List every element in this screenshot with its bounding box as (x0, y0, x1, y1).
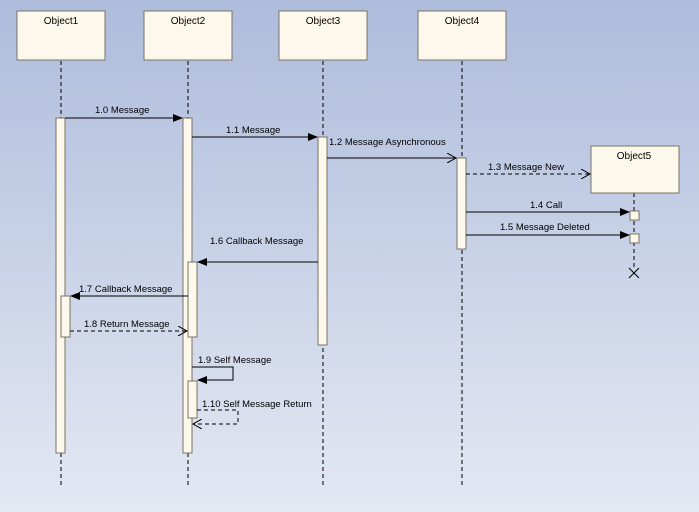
activation-object3 (317, 136, 328, 346)
object4-box[interactable] (417, 10, 507, 61)
message-label-1-9: 1.9 Self Message (198, 355, 271, 366)
message-label-1-10: 1.10 Self Message Return (202, 399, 312, 410)
object4-label: Object4 (445, 16, 480, 27)
activation-object5-call (629, 210, 640, 221)
message-label-1-8: 1.8 Return Message (84, 319, 170, 330)
message-label-1-7: 1.7 Callback Message (79, 284, 172, 295)
activation-object2-self (187, 380, 198, 419)
message-label-1-1: 1.1 Message (226, 125, 280, 136)
object5-box[interactable] (590, 145, 680, 194)
object3-label: Object3 (306, 16, 341, 27)
activation-object2-nested (187, 261, 198, 338)
message-label-1-3: 1.3 Message New (488, 162, 564, 173)
object3-box[interactable] (278, 10, 368, 61)
activation-object5-delete (629, 233, 640, 244)
message-label-1-5: 1.5 Message Deleted (500, 222, 590, 233)
activation-object1-main (55, 117, 66, 454)
message-label-1-0: 1.0 Message (95, 105, 149, 116)
message-arrow-1-9[interactable] (192, 366, 234, 384)
message-label-1-4: 1.4 Call (530, 200, 562, 211)
object1-box[interactable] (16, 10, 106, 61)
object2-label: Object2 (171, 16, 206, 27)
object5-label: Object5 (617, 151, 652, 162)
message-label-1-6: 1.6 Callback Message (210, 236, 303, 247)
object1-label: Object1 (44, 16, 79, 27)
activation-object4 (456, 157, 467, 250)
object2-box[interactable] (143, 10, 233, 61)
destroy-marker-icon (628, 267, 640, 279)
message-arrow-1-10[interactable] (193, 409, 239, 424)
activation-object1-nested (60, 295, 71, 338)
message-label-1-2: 1.2 Message Asynchronous (329, 137, 446, 148)
